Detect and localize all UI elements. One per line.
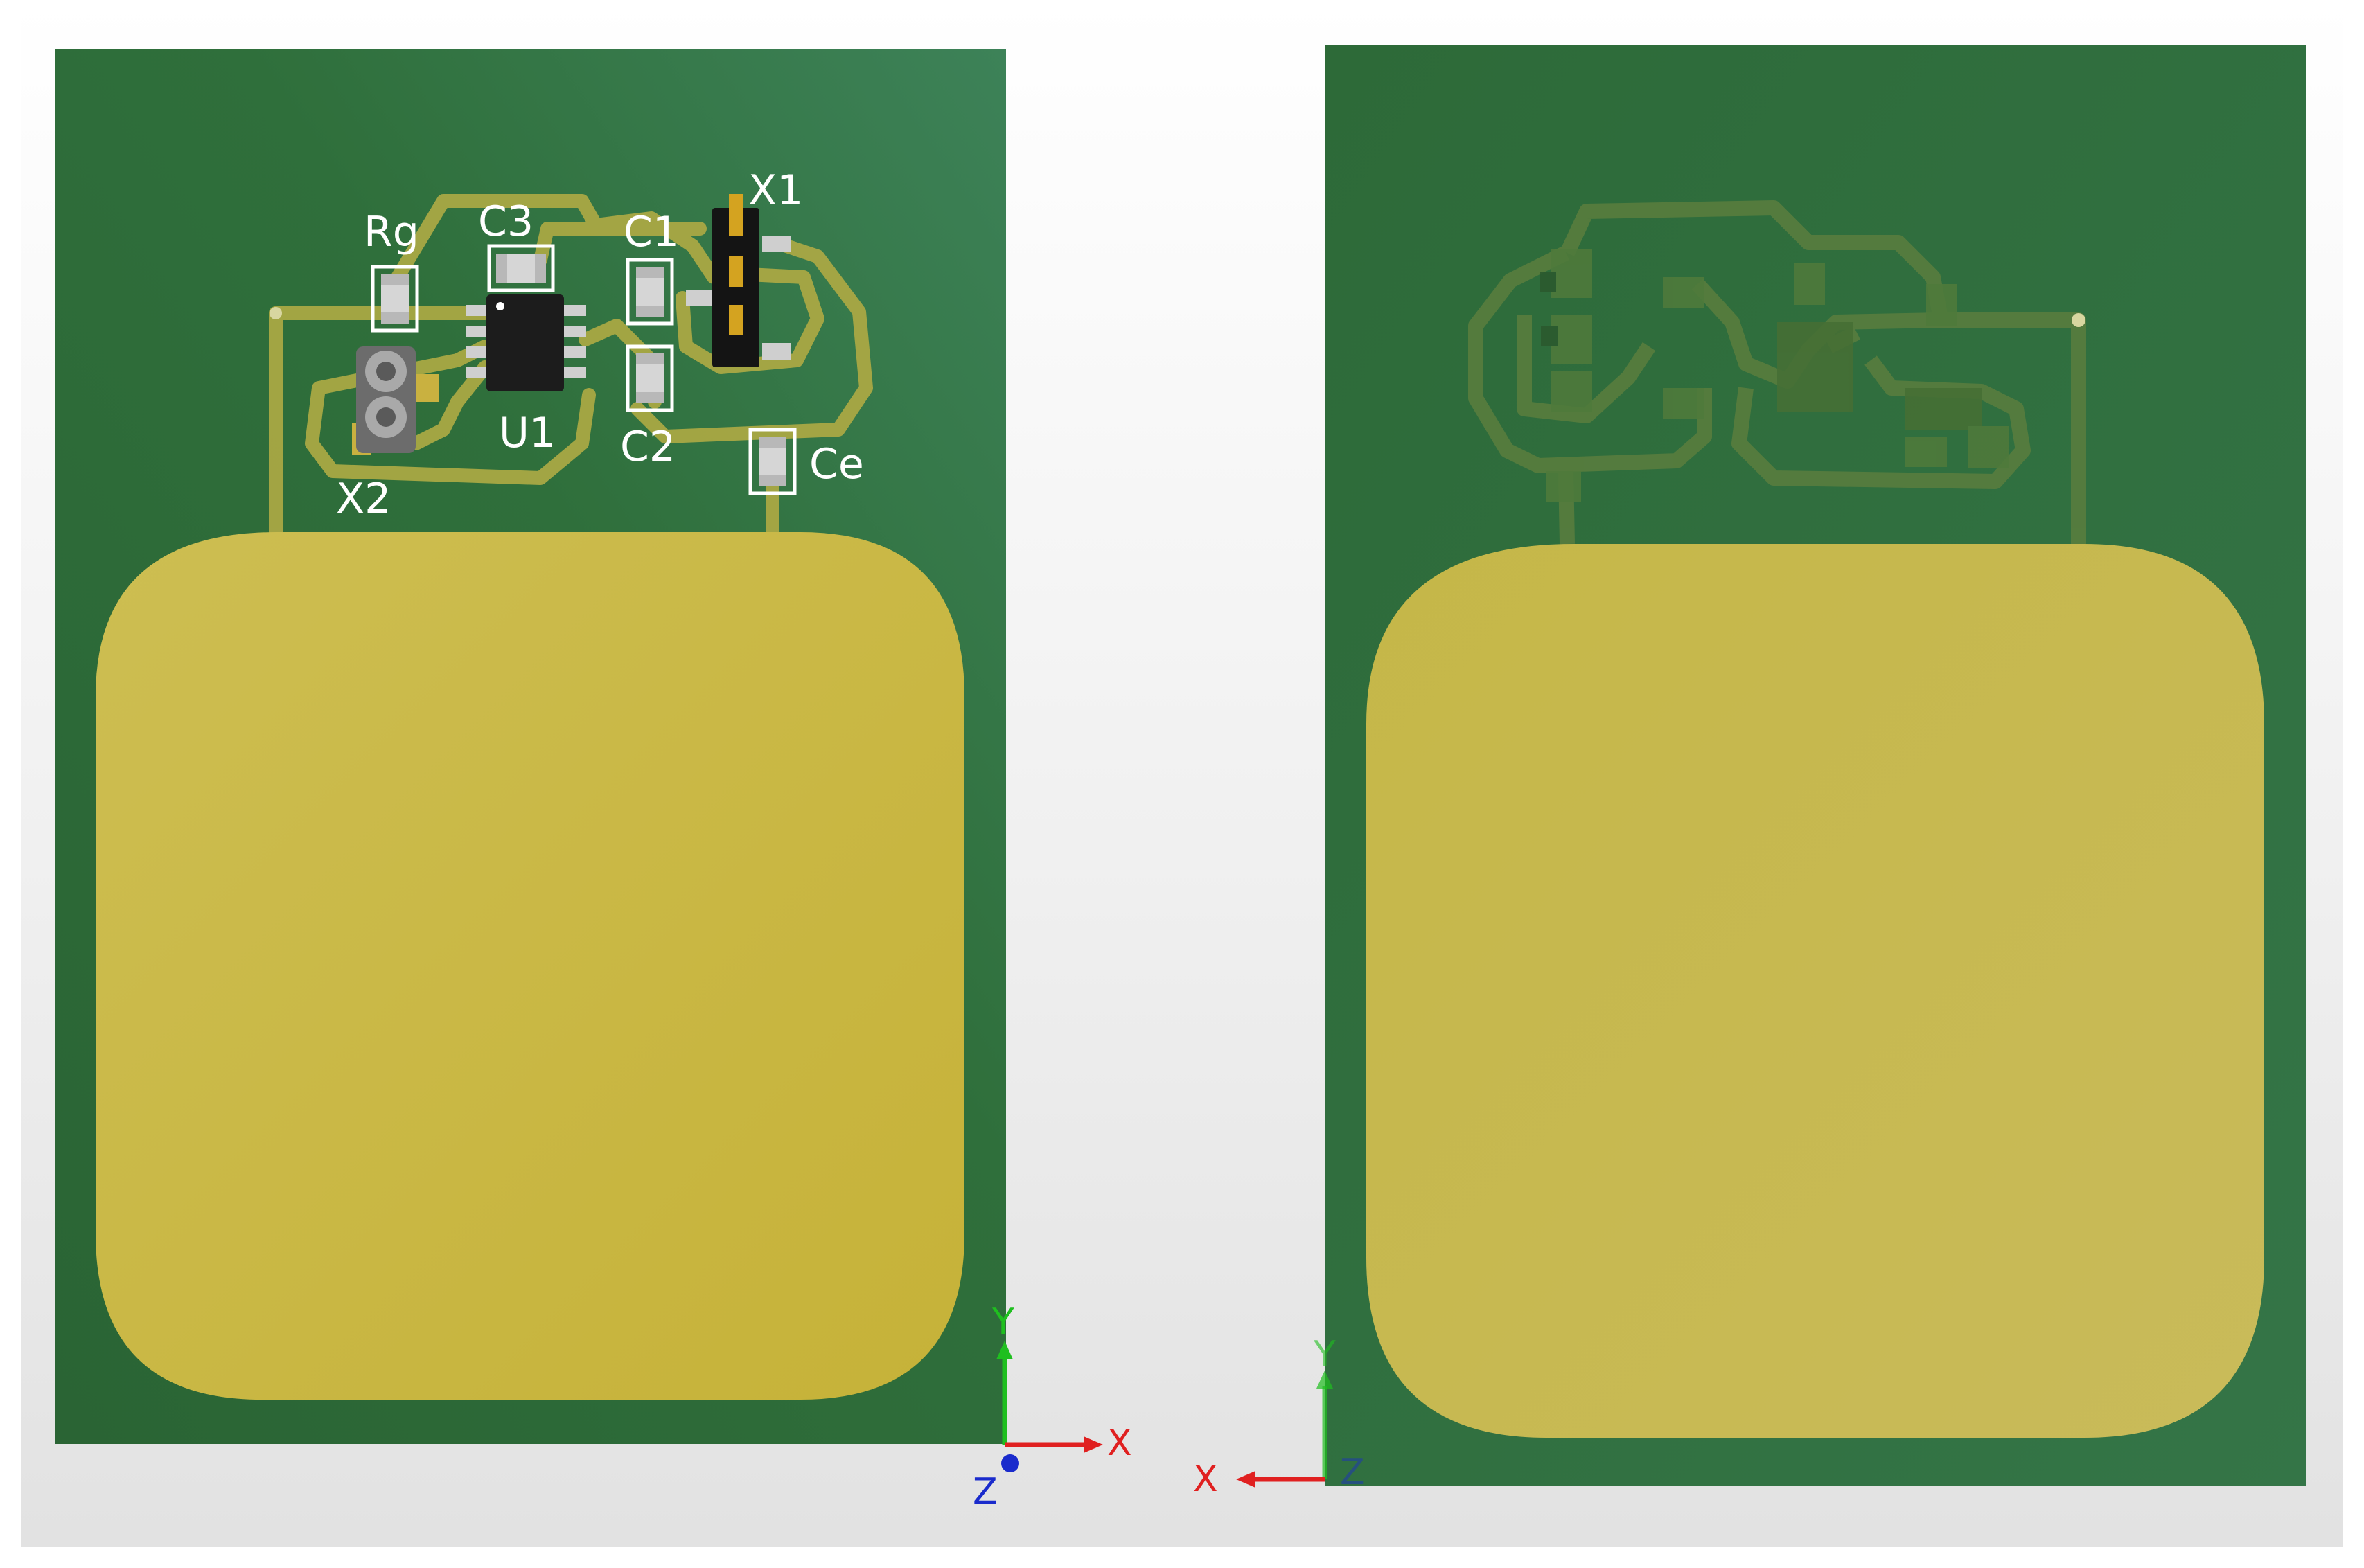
front-axis-y-label: Y (991, 1301, 1014, 1343)
label-c3: C3 (478, 197, 533, 246)
back-axis-x-label: X (1193, 1459, 1218, 1500)
component-ce (748, 428, 797, 495)
label-ce: Ce (809, 440, 864, 488)
label-u1: U1 (499, 409, 556, 457)
back-view: Y X Z (1193, 45, 2306, 1500)
back-electrode-pad (1366, 544, 2264, 1438)
back-ghost-pads (1540, 249, 2009, 502)
component-c3 (487, 244, 555, 292)
front-via (270, 307, 282, 319)
back-via (2072, 313, 2085, 327)
component-x1 (686, 194, 791, 367)
label-x2: X2 (336, 475, 391, 523)
front-electrode-pad (96, 532, 964, 1400)
back-axis-z-label: Z (1340, 1452, 1365, 1493)
back-axis-triad: Y X Z (1193, 1334, 1365, 1500)
component-x2 (352, 346, 439, 455)
label-c1: C1 (624, 208, 679, 256)
label-c2: C2 (620, 423, 676, 471)
label-rg: Rg (364, 208, 419, 256)
front-axis-z-label: Z (973, 1471, 998, 1513)
label-x1: X1 (748, 166, 803, 215)
component-c1 (626, 258, 674, 326)
back-axis-y-label: Y (1313, 1334, 1336, 1375)
front-axis-triad: Y X Z (973, 1301, 1132, 1513)
component-u1 (466, 294, 586, 391)
front-axis-x-label: X (1107, 1422, 1132, 1464)
component-c2 (626, 344, 674, 412)
component-rg (371, 265, 419, 333)
front-view: Rg C3 C1 X1 U1 C2 Ce X2 Y X Z (55, 49, 1132, 1513)
